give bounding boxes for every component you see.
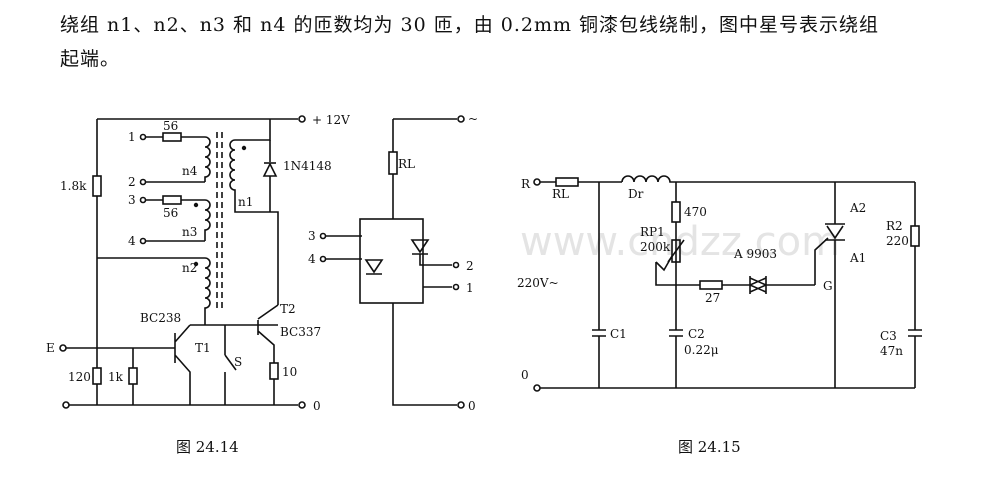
winding-n2: n2 <box>97 257 211 325</box>
svg-text:0: 0 <box>521 368 529 382</box>
load-ac-label: ~ <box>468 112 478 126</box>
svg-text:2: 2 <box>128 175 136 189</box>
resistor-56b-label: 56 <box>163 206 178 220</box>
intro-text: 绕组 n1、n2、n3 和 n4 的匝数均为 30 匝，由 0.2mm 铜漆包线… <box>60 8 940 76</box>
svg-text:A2: A2 <box>849 201 866 215</box>
intro-line-2: 起端。 <box>60 48 121 70</box>
resistor-27: 27 <box>655 262 750 305</box>
svg-text:1: 1 <box>466 281 474 295</box>
load-block: ~ RL 0 3 4 2 1 <box>308 112 478 413</box>
t1-type-label: BC238 <box>140 311 181 325</box>
caption-24-14: 图 24.14 <box>176 438 239 456</box>
rl-label: RL <box>552 187 569 201</box>
svg-text:n1: n1 <box>238 195 253 209</box>
resistor-120-label: 120 <box>68 370 91 384</box>
figure-24-14: + 12V 1.8k 0 E <box>46 112 478 456</box>
choke-label: Dr <box>628 187 644 201</box>
resistor-1k: 1k <box>108 348 138 405</box>
supply-label: + 12V <box>312 113 350 127</box>
load-ground-label: 0 <box>468 399 476 413</box>
svg-text:1: 1 <box>128 130 136 144</box>
svg-text:4: 4 <box>308 252 316 266</box>
diac-a9903: A 9903 <box>733 247 815 294</box>
svg-text:4: 4 <box>128 234 136 248</box>
transistor-t1: BC238 T1 <box>140 311 278 405</box>
terminal-2: 2 <box>128 175 205 189</box>
capacitor-c2: C2 0.22μ <box>669 285 719 388</box>
resistor-470: 470 <box>671 182 707 240</box>
supply-rail: + 12V <box>97 113 350 127</box>
svg-text:G: G <box>823 279 833 293</box>
svg-text:470: 470 <box>684 205 707 219</box>
t2-type-label: BC337 <box>280 325 321 339</box>
capacitor-c1: C1 <box>592 182 627 388</box>
terminal-3: 3 56 <box>128 193 205 220</box>
transformer-core <box>216 132 223 310</box>
svg-text:C1: C1 <box>610 327 627 341</box>
svg-text:A1: A1 <box>849 251 866 265</box>
svg-text:200k: 200k <box>640 240 671 254</box>
svg-text:n2: n2 <box>182 261 197 275</box>
svg-text:A 9903: A 9903 <box>733 247 777 261</box>
mains-label: 220V~ <box>517 276 559 290</box>
terminal-1: 1 56 <box>128 119 205 144</box>
t1-label: T1 <box>195 341 211 355</box>
svg-text:R2: R2 <box>886 219 903 233</box>
winding-n4: n4 <box>182 136 211 182</box>
svg-text:RP1: RP1 <box>640 225 665 239</box>
resistor-10-label: 10 <box>282 365 297 379</box>
transistor-t2: T2 BC337 10 <box>257 302 321 405</box>
potentiometer-rp1: RP1 200k <box>640 225 685 285</box>
svg-text:n3: n3 <box>182 225 197 239</box>
load-rl-label: RL <box>398 157 415 171</box>
terminal-4: 4 <box>128 234 205 248</box>
diode-label: 1N4148 <box>283 159 332 173</box>
svg-text:C3: C3 <box>880 329 897 343</box>
mains-label-group: 220V~ <box>517 276 559 290</box>
t2-label: T2 <box>280 302 296 316</box>
svg-text:n4: n4 <box>182 164 198 178</box>
resistor-1k8-label: 1.8k <box>60 179 87 193</box>
winding-n3: n3 <box>182 199 211 241</box>
intro-line-1: 绕组 n1、n2、n3 和 n4 的匝数均为 30 匝，由 0.2mm 铜漆包线… <box>60 14 880 36</box>
figure-24-15: R RL Dr C1 470 <box>517 175 922 456</box>
svg-text:C2: C2 <box>688 327 705 341</box>
diode-1n4148: 1N4148 <box>262 140 332 212</box>
input-e: E <box>46 341 165 355</box>
resistor-1k-label: 1k <box>108 370 124 384</box>
svg-text:0.22μ: 0.22μ <box>684 343 719 357</box>
winding-n1: n1 <box>229 119 279 305</box>
ground-rail: 0 <box>62 399 321 413</box>
caption-24-15: 图 24.15 <box>678 438 741 456</box>
switch-s: S <box>224 325 242 405</box>
resistor-120: 120 <box>68 348 102 405</box>
capacitor-c3: C3 47n <box>880 329 922 388</box>
ground-rail-15: 0 <box>521 368 915 392</box>
svg-text:R: R <box>521 177 531 191</box>
svg-text:3: 3 <box>308 229 316 243</box>
ground-label: 0 <box>313 399 321 413</box>
svg-text:47n: 47n <box>880 344 903 358</box>
svg-text:27: 27 <box>705 291 720 305</box>
triac: A2 A1 G <box>814 182 866 388</box>
svg-text:2: 2 <box>466 259 474 273</box>
switch-label: S <box>234 355 242 369</box>
input-r: R RL <box>521 177 622 201</box>
resistor-56a-label: 56 <box>163 119 178 133</box>
svg-text:220: 220 <box>886 234 909 248</box>
choke-dr: Dr <box>621 175 915 201</box>
resistor-1k8: 1.8k <box>60 119 102 348</box>
svg-text:3: 3 <box>128 193 136 207</box>
input-e-label: E <box>46 341 55 355</box>
resistor-r2: R2 220 <box>886 182 920 330</box>
